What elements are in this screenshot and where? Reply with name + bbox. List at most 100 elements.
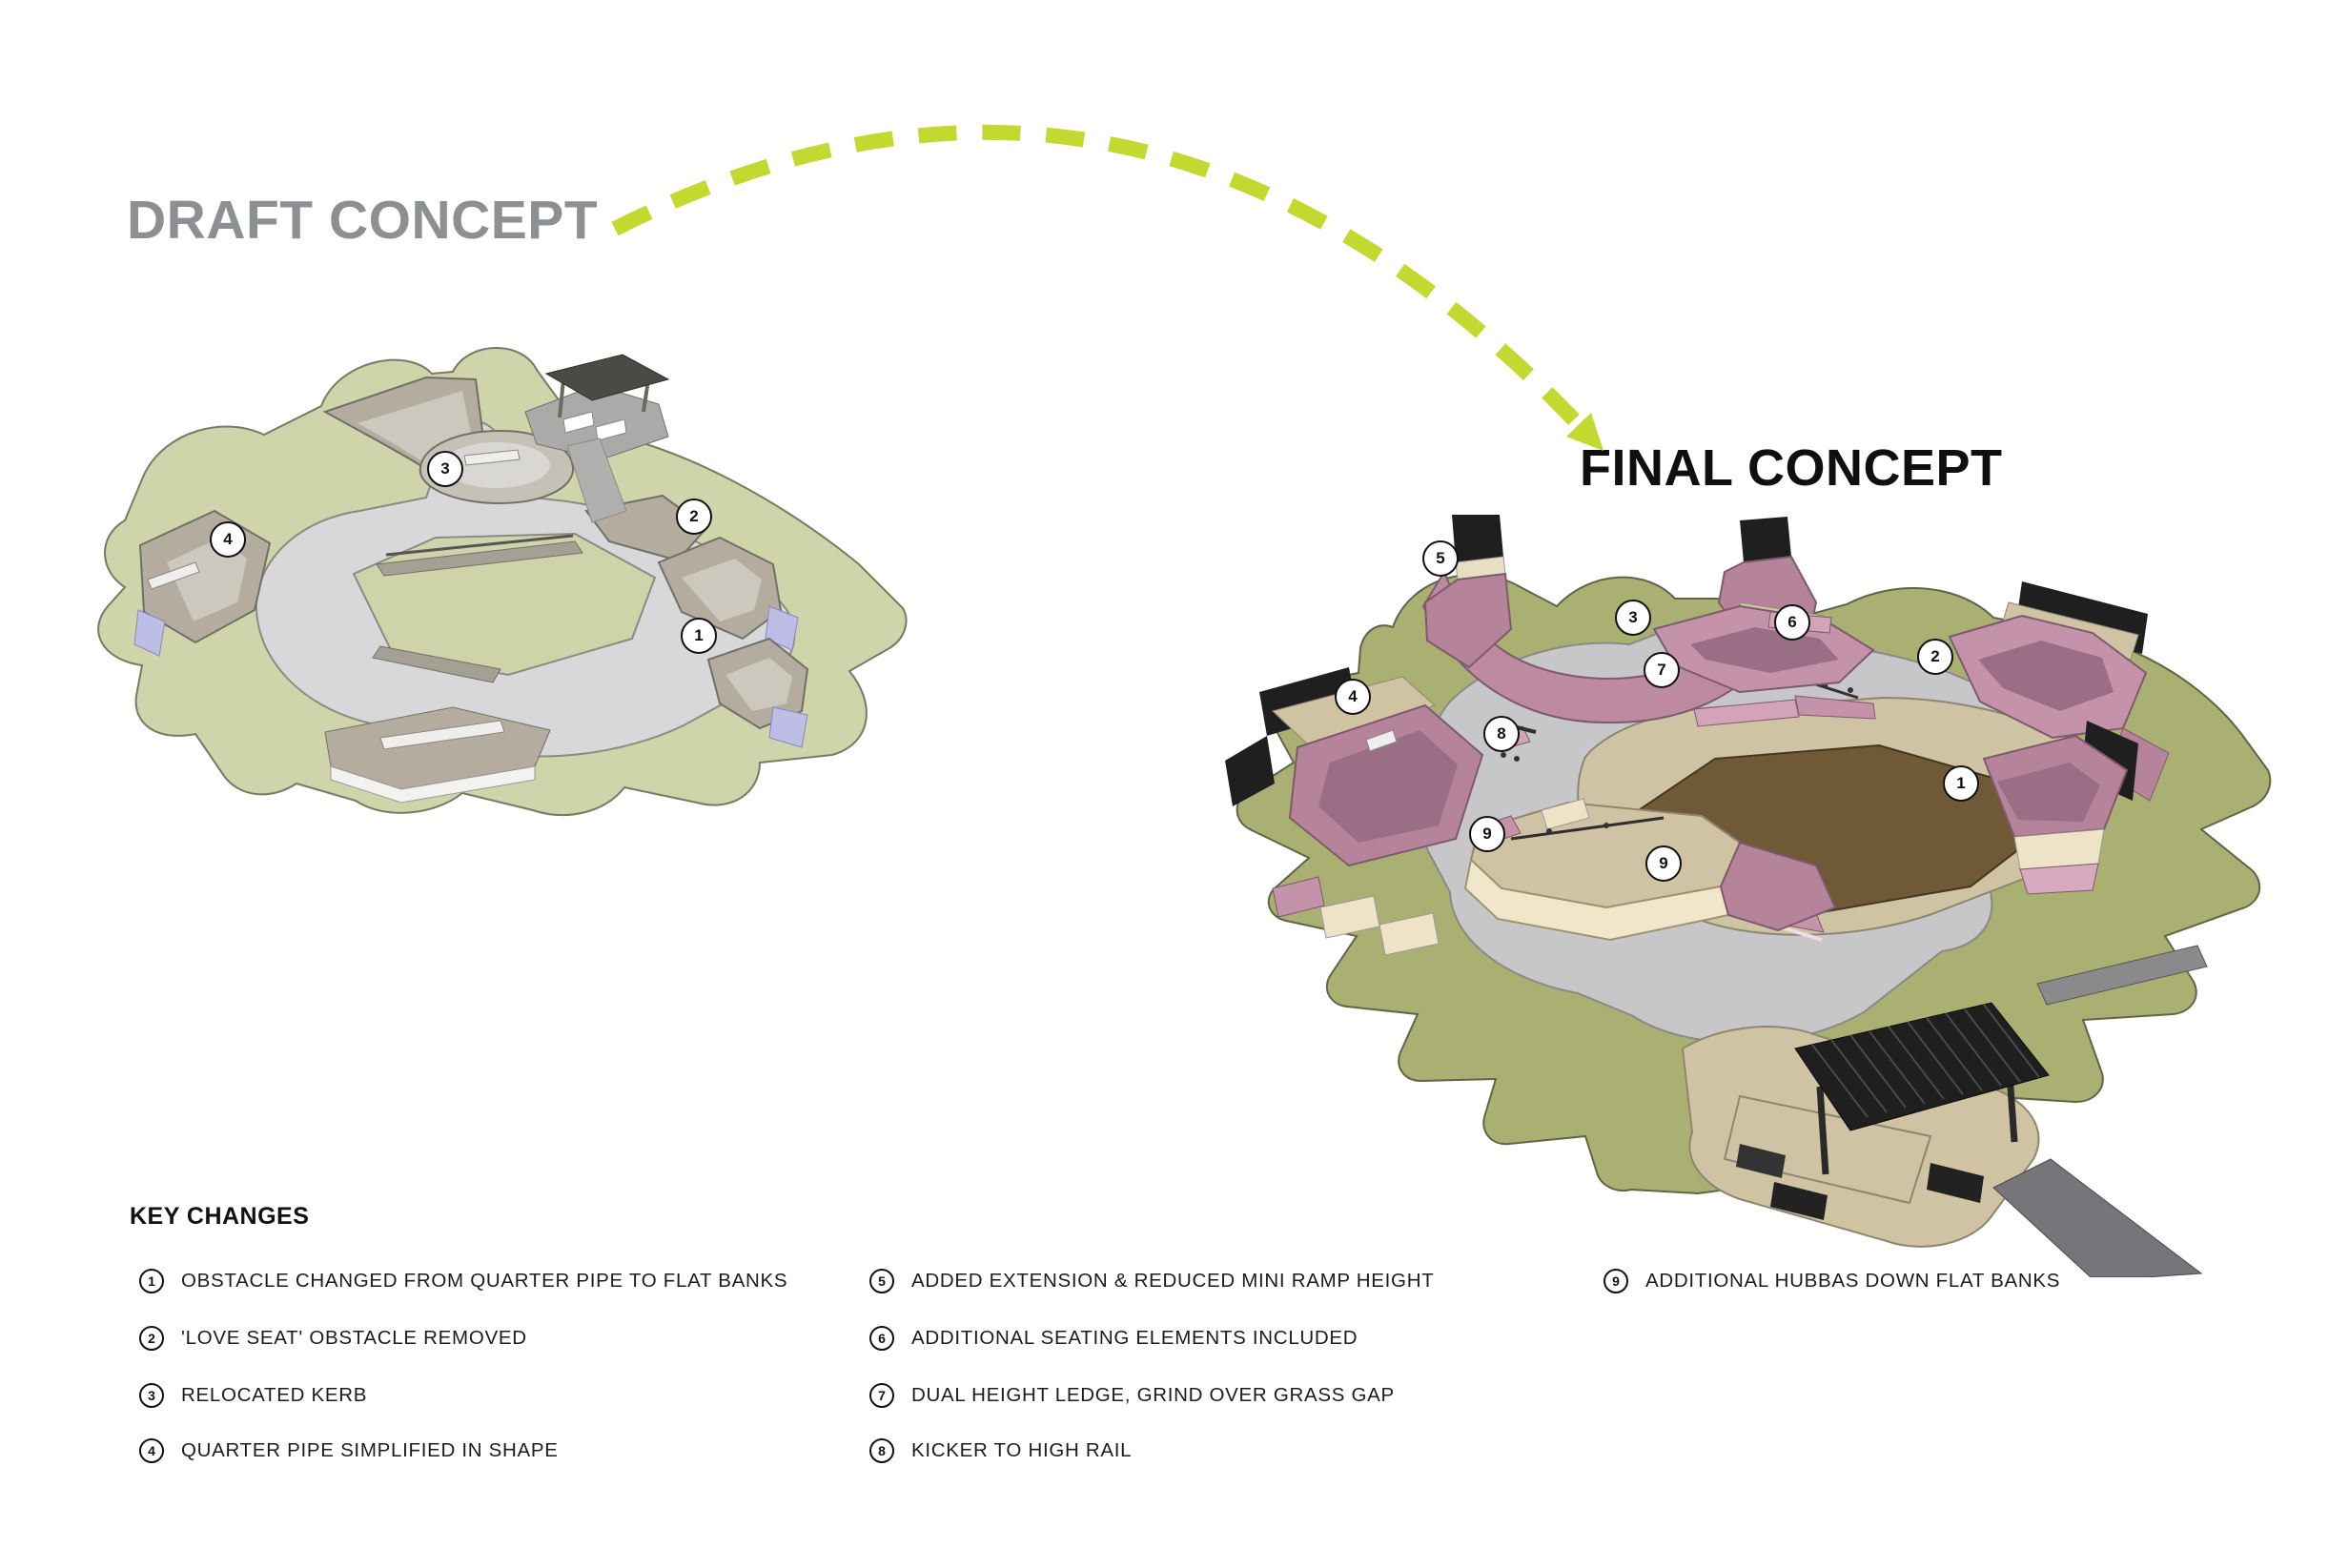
key-change-label-9: ADDITIONAL HUBBAS DOWN FLAT BANKS [1645,1270,2061,1292]
draft-marker-4: 4 [210,521,246,558]
final-fence-tower-2 [1740,517,1791,562]
key-change-label-2: 'LOVE SEAT' OBSTACLE REMOVED [181,1327,527,1349]
draft-ledge-left [147,561,200,590]
final-marker-9b: 9 [1645,845,1682,882]
final-pink-wedge-left [1272,876,1325,918]
final-banks1-face [1997,763,2100,822]
draft-island-ledge-bottom [372,645,501,683]
key-change-item-3: 3 RELOCATED KERB [139,1382,367,1409]
final-marker-4: 4 [1335,679,1371,715]
key-change-number-3: 3 [139,1383,164,1408]
final-marker-7: 7 [1644,652,1680,688]
final-pergola-bench-1 [1770,1182,1828,1220]
key-change-label-5: ADDED EXTENSION & REDUCED MINI RAMP HEIG… [911,1270,1435,1292]
final-concept-title: FINAL CONCEPT [1580,439,2003,497]
key-change-item-6: 6 ADDITIONAL SEATING ELEMENTS INCLUDED [869,1325,1358,1352]
draft-island-ledge-top [376,540,583,577]
draft-kerb [463,449,521,466]
final-fence-tower-1 [1452,515,1503,562]
key-change-item-9: 9 ADDITIONAL HUBBAS DOWN FLAT BANKS [1603,1268,2060,1294]
draft-bottom-kerb [379,720,505,750]
draft-skatepark-drawing [97,347,908,817]
draft-lavender-lower-right [768,706,808,748]
final-qp2-face [1978,641,2114,711]
draft-quarterpipe-lower-right-face [725,658,792,711]
final-marker-8: 8 [1483,716,1520,752]
final-qp4-face [1318,730,1458,843]
final-marker-2: 2 [1917,639,1953,675]
final-marker-9a: 9 [1469,816,1505,852]
key-change-number-5: 5 [869,1269,894,1293]
final-kerb-low [1693,699,1800,727]
key-change-number-2: 2 [139,1326,164,1351]
draft-shelter-post-1 [558,378,565,418]
final-miniramp-rail [1510,816,1665,841]
final-qp4-ledge [1365,729,1398,752]
final-grind-rail-2 [1815,682,1859,700]
final-concept-illustration: 1 2 3 4 5 6 7 8 9 9 [1206,515,2274,1277]
final-marker-1: 1 [1943,765,1979,802]
key-change-label-1: OBSTACLE CHANGED FROM QUARTER PIPE TO FL… [181,1270,788,1292]
draft-concept-title: DRAFT CONCEPT [127,190,599,251]
key-change-number-1: 1 [139,1269,164,1293]
draft-lavender-right [765,605,799,651]
final-miniramp-box [1541,798,1590,830]
final-qp3-face [1690,627,1839,673]
draft-marker-2: 2 [676,499,712,535]
final-skater-dot-6 [1546,828,1552,834]
draft-shelter-path [566,438,627,523]
key-change-label-7: DUAL HEIGHT LEDGE, GRIND OVER GRASS GAP [911,1384,1395,1406]
final-pergola-bench-2 [1927,1163,1984,1203]
final-pergola-bench-3 [1736,1144,1786,1178]
draft-shelter-bench-1 [562,411,595,434]
final-marker-3: 3 [1615,600,1651,636]
draft-shelter-roof [544,354,670,401]
key-change-item-5: 5 ADDED EXTENSION & REDUCED MINI RAMP HE… [869,1268,1434,1294]
final-banks1-skirt [2019,863,2099,895]
draft-island-rail [385,534,574,557]
draft-quarterpipe-right-face [682,559,762,621]
final-kerb-high [1794,695,1876,720]
key-change-label-3: RELOCATED KERB [181,1384,368,1406]
final-tower-1-pink [1423,572,1513,669]
final-marker-5: 5 [1422,540,1459,577]
key-change-item-1: 1 OBSTACLE CHANGED FROM QUARTER PIPE TO … [139,1268,787,1294]
final-skater-dot-5 [1514,756,1520,762]
key-change-number-6: 6 [869,1326,894,1351]
key-change-number-9: 9 [1603,1269,1628,1293]
final-cream-box-2 [1379,912,1440,956]
key-changes-title: KEY CHANGES [130,1203,310,1230]
draft-marker-1: 1 [681,618,717,654]
final-marker-6: 6 [1774,604,1810,641]
dashed-arrow-icon [611,124,1603,451]
draft-bottom-bank-face [330,765,536,804]
final-gray-beam [2036,945,2208,1006]
key-change-number-7: 7 [869,1383,894,1408]
final-gray-ramp [1992,1158,2203,1277]
final-skater-dot-7 [1603,823,1609,828]
key-change-number-8: 8 [869,1438,894,1463]
key-change-item-8: 8 KICKER TO HIGH RAIL [869,1437,1132,1464]
final-skater-dot-3 [1848,687,1853,693]
final-qp4-fence-2 [1225,736,1275,806]
final-skater-dot-4 [1501,752,1506,758]
key-change-label-4: QUARTER PIPE SIMPLIFIED IN SHAPE [181,1439,559,1461]
key-change-item-7: 7 DUAL HEIGHT LEDGE, GRIND OVER GRASS GA… [869,1382,1395,1409]
draft-lavender-left [133,609,166,657]
key-change-label-8: KICKER TO HIGH RAIL [911,1439,1133,1461]
final-miniramp-bank [1719,841,1837,932]
key-change-item-4: 4 QUARTER PIPE SIMPLIFIED IN SHAPE [139,1437,559,1464]
final-pergola-post-1 [1816,1086,1829,1175]
key-change-item-2: 2 'LOVE SEAT' OBSTACLE REMOVED [139,1325,527,1352]
key-change-number-4: 4 [139,1438,164,1463]
final-skatepark-drawing [1225,515,2272,1277]
draft-quarterpipe-left-face [167,538,247,621]
draft-shelter-bench-2 [595,418,627,441]
final-pergola-roof-slats [1811,1004,2040,1118]
draft-to-final-arrow [534,52,1735,510]
draft-concept-illustration: 1 2 3 4 [52,324,910,820]
draft-marker-3: 3 [427,451,463,487]
final-pergola-roof [1794,1002,2050,1131]
